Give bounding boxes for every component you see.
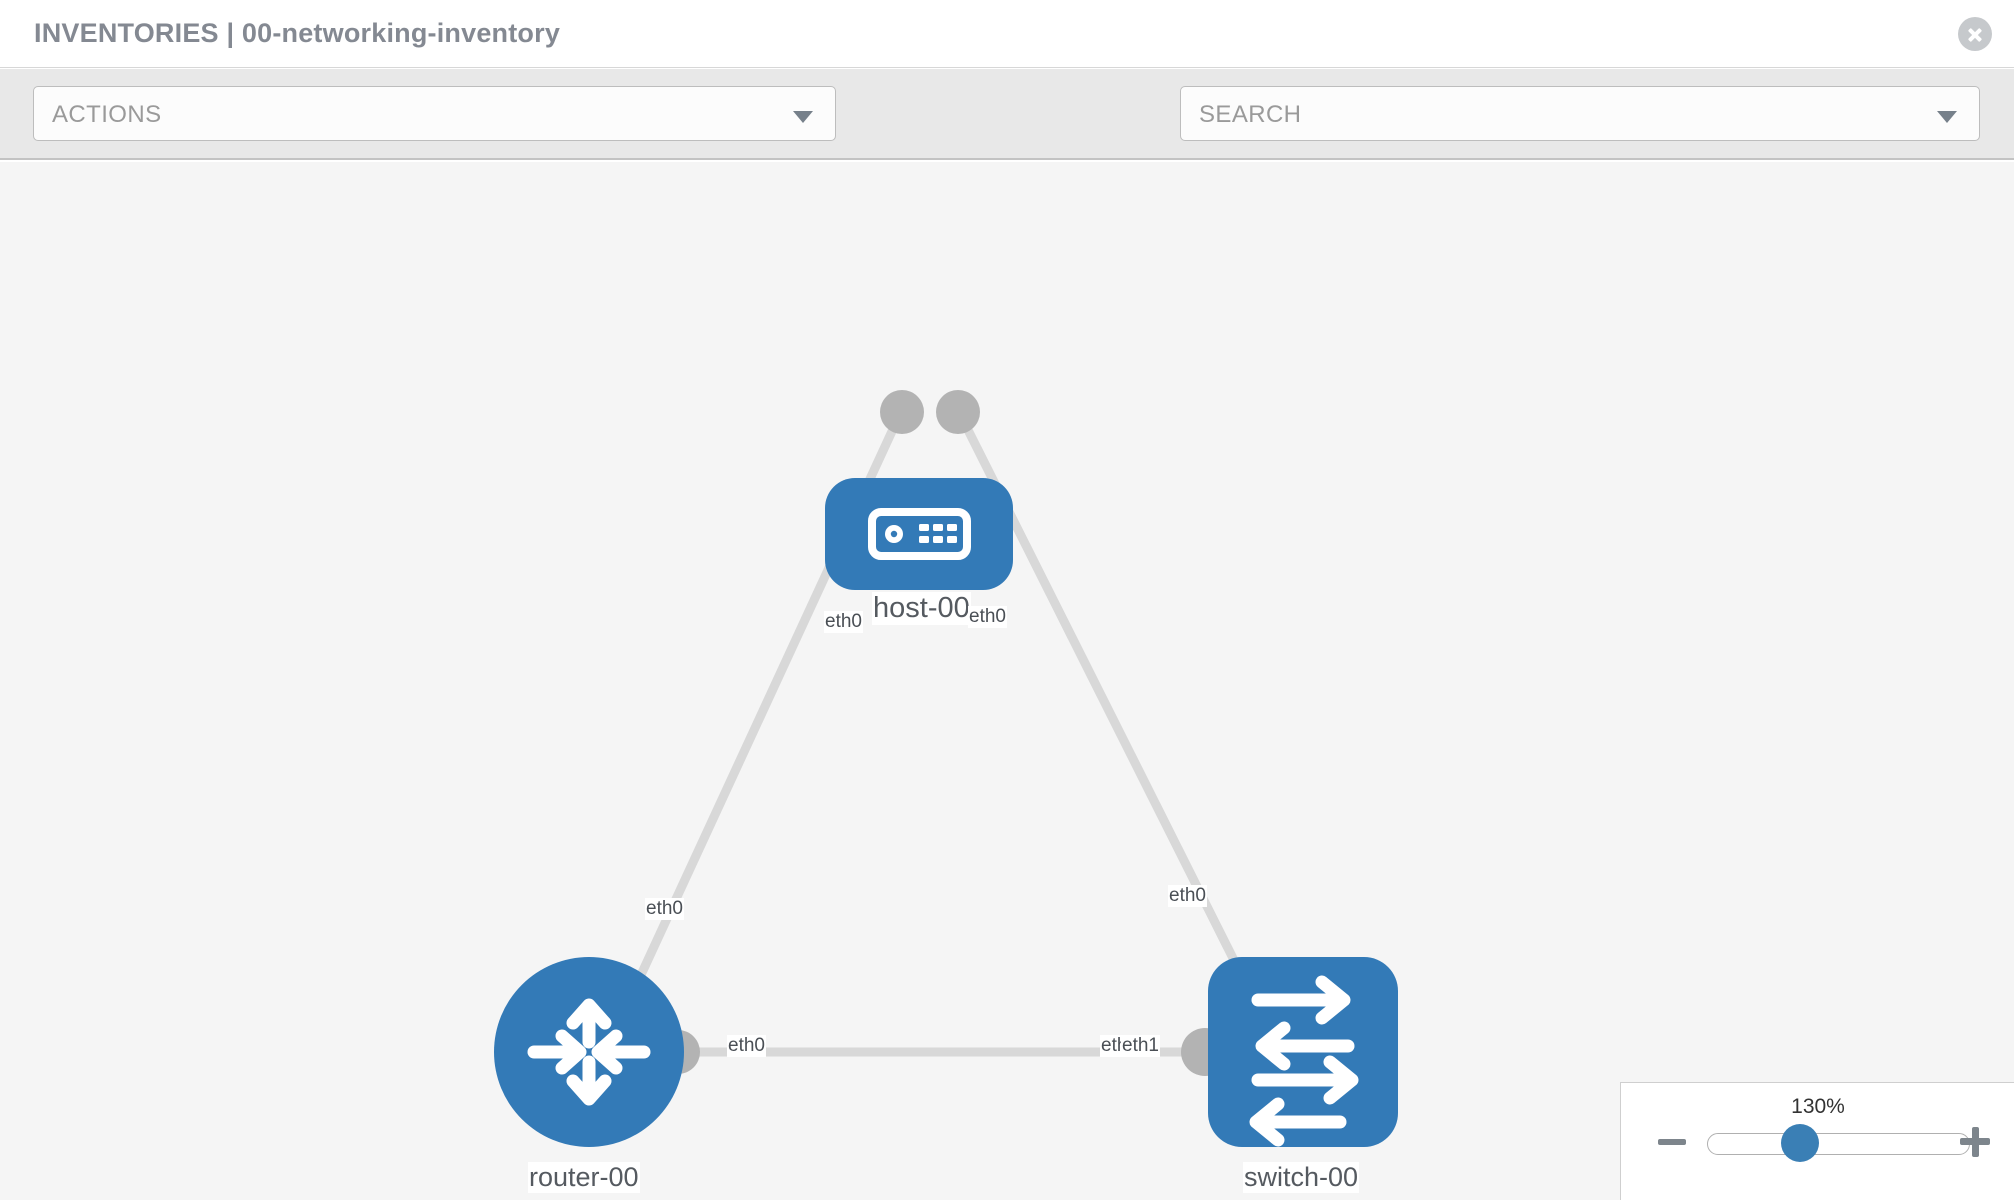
node-label-switch: switch-00: [1243, 1162, 1360, 1193]
actions-dropdown[interactable]: ACTIONS: [33, 86, 836, 141]
minus-icon[interactable]: [1655, 1125, 1689, 1159]
actions-dropdown-label: ACTIONS: [52, 101, 162, 128]
edge-label-host-left: eth0: [824, 611, 863, 633]
topology-graph: [494, 390, 1398, 1147]
node-router-00[interactable]: [494, 957, 684, 1147]
connector-host-left: [880, 390, 924, 434]
zoom-control-panel: 130%: [1620, 1082, 2014, 1200]
zoom-slider-thumb[interactable]: [1781, 1124, 1819, 1162]
edge-label-switch-up: eth0: [1168, 885, 1207, 907]
close-icon[interactable]: [1958, 17, 1992, 51]
search-input[interactable]: SEARCH: [1180, 86, 1980, 141]
node-label-router: router-00: [528, 1162, 640, 1193]
edge-label-router-right: eth0: [727, 1035, 766, 1057]
page-title: INVENTORIES | 00-networking-inventory: [34, 18, 561, 48]
chevron-down-icon: [1937, 111, 1957, 123]
edge-label-host-right: eth0: [968, 606, 1007, 628]
connector-host-right: [936, 390, 980, 434]
edge-label-router-up: eth0: [645, 898, 684, 920]
edge-label-switch-left: eth1: [1121, 1035, 1160, 1057]
topology-canvas[interactable]: host-00 router-00 switch-00 eth0 eth0 et…: [0, 162, 2014, 1200]
zoom-slider[interactable]: [1707, 1133, 1970, 1155]
search-placeholder: SEARCH: [1199, 101, 1302, 128]
chevron-down-icon: [793, 111, 813, 123]
node-host-00[interactable]: [825, 478, 1013, 590]
page-header: INVENTORIES | 00-networking-inventory: [0, 0, 2014, 68]
plus-icon[interactable]: [1958, 1125, 1992, 1159]
node-label-host: host-00: [872, 592, 971, 625]
node-switch-00[interactable]: [1208, 957, 1398, 1147]
toolbar: ACTIONS SEARCH: [0, 69, 2014, 202]
zoom-level-value: 130%: [1791, 1095, 1845, 1118]
